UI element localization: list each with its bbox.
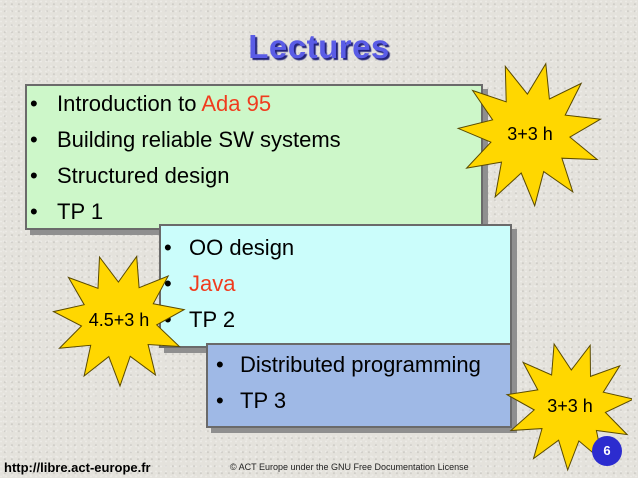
starburst-middle-left: 4.5+3 h	[52, 254, 186, 388]
bullet-list: • OO design • Java • TP 2	[161, 226, 510, 338]
bullet-icon: •	[30, 163, 38, 188]
footer-copyright: © ACT Europe under the GNU Free Document…	[230, 462, 469, 472]
list-item: • OO design	[161, 230, 510, 266]
lecture-box-3: • Distributed programming • TP 3	[206, 343, 512, 428]
slide-title: Lectures	[248, 28, 390, 65]
duration-label: 4.5+3 h	[89, 310, 150, 330]
lecture-box-1: • Introduction to Ada 95 • Building reli…	[25, 84, 483, 230]
bullet-icon: •	[30, 91, 38, 116]
item-text: Introduction to	[57, 91, 202, 116]
item-text: TP 3	[240, 388, 287, 413]
list-item: • Introduction to Ada 95	[27, 86, 481, 122]
list-item: • TP 2	[161, 302, 510, 338]
highlight-text: Ada 95	[201, 91, 272, 116]
starburst-shape	[456, 62, 603, 208]
starburst-shape	[52, 254, 186, 388]
item-text: OO design	[189, 235, 295, 260]
duration-label: 3+3 h	[547, 396, 593, 416]
starburst-top-right: 3+3 h	[456, 62, 603, 208]
bullet-icon: •	[216, 352, 224, 377]
item-text: Building reliable SW systems	[57, 127, 341, 152]
item-text: Structured design	[57, 163, 230, 188]
bullet-list: • Distributed programming • TP 3	[208, 345, 510, 419]
bullet-icon: •	[164, 307, 172, 332]
bullet-icon: •	[30, 199, 38, 224]
duration-label: 3+3 h	[507, 124, 553, 144]
bullet-icon: •	[216, 388, 224, 413]
starburst-bottom-right: 3+3 h	[505, 342, 632, 472]
list-item: • Building reliable SW systems	[27, 122, 481, 158]
bullet-icon: •	[164, 235, 172, 260]
list-item: • Structured design	[27, 158, 481, 194]
item-text: TP 1	[57, 199, 104, 224]
bullet-icon: •	[30, 127, 38, 152]
list-item: • Distributed programming	[208, 347, 510, 383]
bullet-list: • Introduction to Ada 95 • Building reli…	[27, 86, 481, 230]
lecture-box-2: • OO design • Java • TP 2	[159, 224, 512, 348]
page-number-badge: 6	[592, 436, 622, 466]
highlight-text: Java	[189, 271, 236, 296]
list-item: • TP 1	[27, 194, 481, 230]
list-item: • Java	[161, 266, 510, 302]
list-item: • TP 3	[208, 383, 510, 419]
item-text: Distributed programming	[240, 352, 481, 377]
bullet-icon: •	[164, 271, 172, 296]
footer-url[interactable]: http://libre.act-europe.fr	[4, 460, 151, 475]
item-text: TP 2	[189, 307, 236, 332]
starburst-shape	[505, 342, 632, 472]
